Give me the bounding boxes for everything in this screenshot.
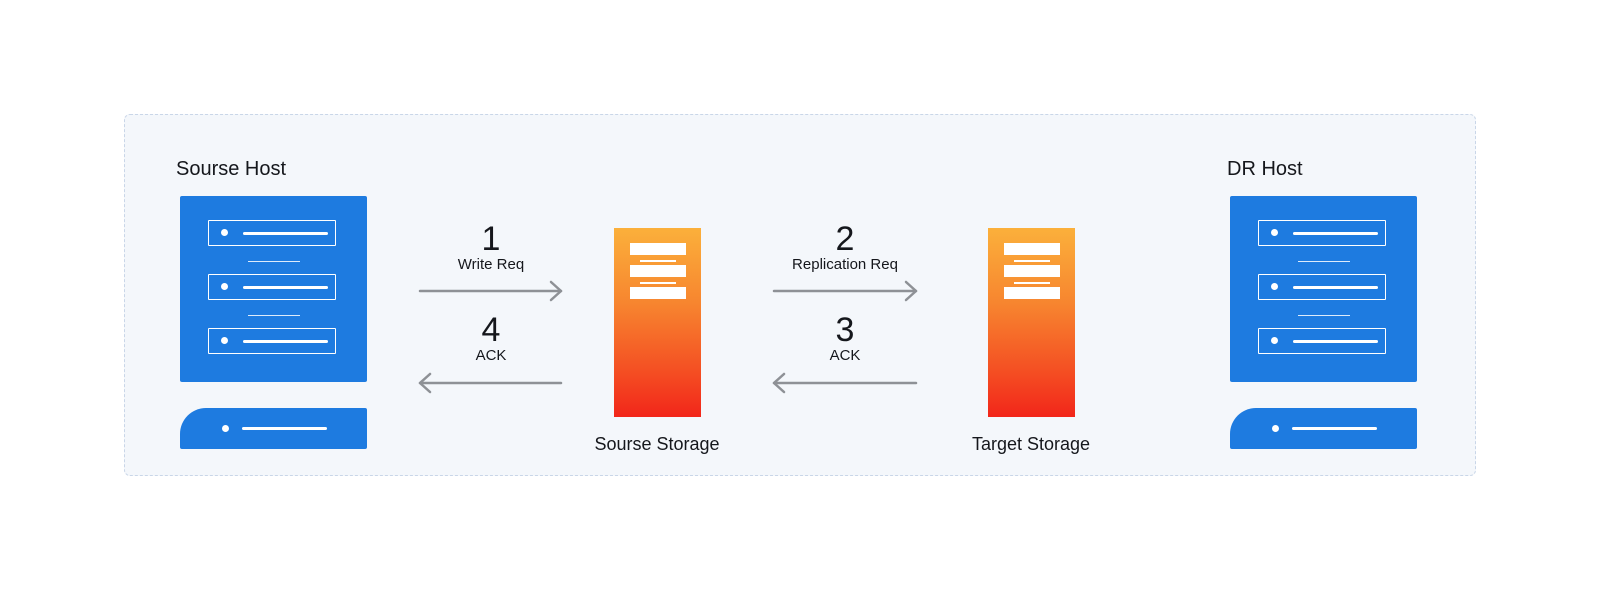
- source-host-title: Sourse Host: [176, 158, 287, 180]
- step-2-label: Replication Req: [792, 256, 898, 273]
- dr-host-server-icon: [1230, 196, 1417, 382]
- target-ack-arrow: [772, 372, 918, 394]
- step-3-number: 3: [835, 311, 855, 349]
- target-storage-title: Target Storage: [971, 434, 1091, 454]
- server-slot: [1258, 328, 1386, 354]
- server-slot: [1258, 220, 1386, 246]
- step-3-label: ACK: [829, 347, 861, 364]
- source-host-base-icon: [180, 408, 367, 449]
- step-1-number: 1: [481, 220, 501, 258]
- source-storage-title: Sourse Storage: [594, 434, 720, 454]
- write-request-arrow: [418, 280, 563, 302]
- source-host-server-icon: [180, 196, 367, 382]
- dr-host-base-icon: [1230, 408, 1417, 449]
- source-ack-arrow: [418, 372, 563, 394]
- step-4-label: ACK: [475, 347, 507, 364]
- server-slot: [1258, 274, 1386, 300]
- replication-request-arrow: [772, 280, 918, 302]
- dr-host-title: DR Host: [1227, 158, 1303, 180]
- step-2-number: 2: [835, 220, 855, 258]
- step-1-label: Write Req: [457, 256, 525, 273]
- source-storage-icon: [614, 228, 701, 417]
- server-slot: [208, 274, 336, 300]
- step-4-number: 4: [481, 311, 501, 349]
- server-slot: [208, 220, 336, 246]
- server-slot: [208, 328, 336, 354]
- target-storage-icon: [988, 228, 1075, 417]
